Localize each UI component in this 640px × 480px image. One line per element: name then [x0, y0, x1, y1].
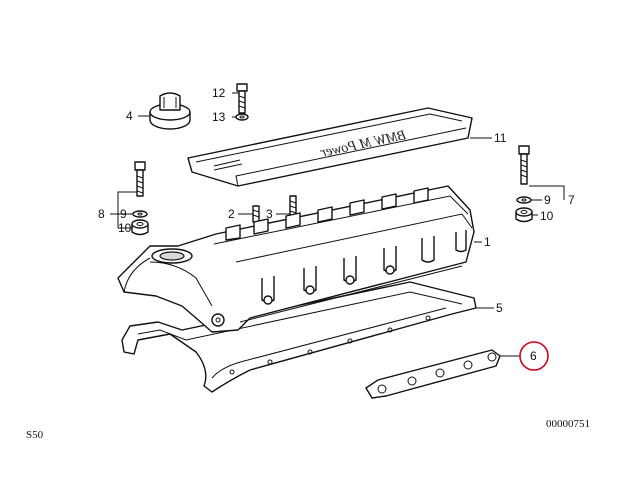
oil-filler-cap-part-4: [149, 92, 191, 130]
grommet-left-part-10: [131, 219, 149, 236]
engine-cover-part-11: BMW M Power: [187, 107, 473, 187]
callout-10-left: 10: [118, 221, 132, 235]
gasket-strip-part-6: [365, 349, 501, 399]
callout-3: 3: [266, 207, 273, 221]
callout-7: 7: [568, 193, 575, 207]
callout-13: 13: [212, 110, 226, 124]
callout-labels: 4 12 13 11 8 9 10 2 3 1 5 9 7 10 6: [98, 86, 575, 363]
stud-part-2: [252, 205, 260, 223]
callout-8: 8: [98, 207, 105, 221]
grommet-right-part-10: [515, 207, 533, 223]
callout-1: 1: [484, 235, 491, 249]
washer-right-part-9: [516, 196, 532, 204]
model-code: S50: [26, 429, 44, 441]
callout-11: 11: [494, 131, 507, 145]
bolt-part-12: [236, 83, 248, 114]
callout-4: 4: [126, 109, 133, 123]
diagram-number: 00000751: [546, 418, 590, 430]
washer-part-13: [235, 113, 249, 121]
bolt-right-part-7: [518, 145, 530, 185]
valve-cover-part-1: [117, 185, 475, 333]
callout-12: 12: [212, 86, 226, 100]
highlight-ring-part-6: [519, 341, 549, 371]
gasket-part-5: [121, 281, 477, 393]
callout-10-right: 10: [540, 209, 554, 223]
callout-2: 2: [228, 207, 235, 221]
callout-5: 5: [496, 301, 503, 315]
bolt-left-part-8: [134, 161, 146, 197]
callout-9-right: 9: [544, 193, 551, 207]
callout-9-left: 9: [120, 207, 127, 221]
washer-left-part-9: [132, 210, 148, 218]
callout-6: 6: [530, 349, 537, 363]
leader-lines: [110, 92, 565, 357]
